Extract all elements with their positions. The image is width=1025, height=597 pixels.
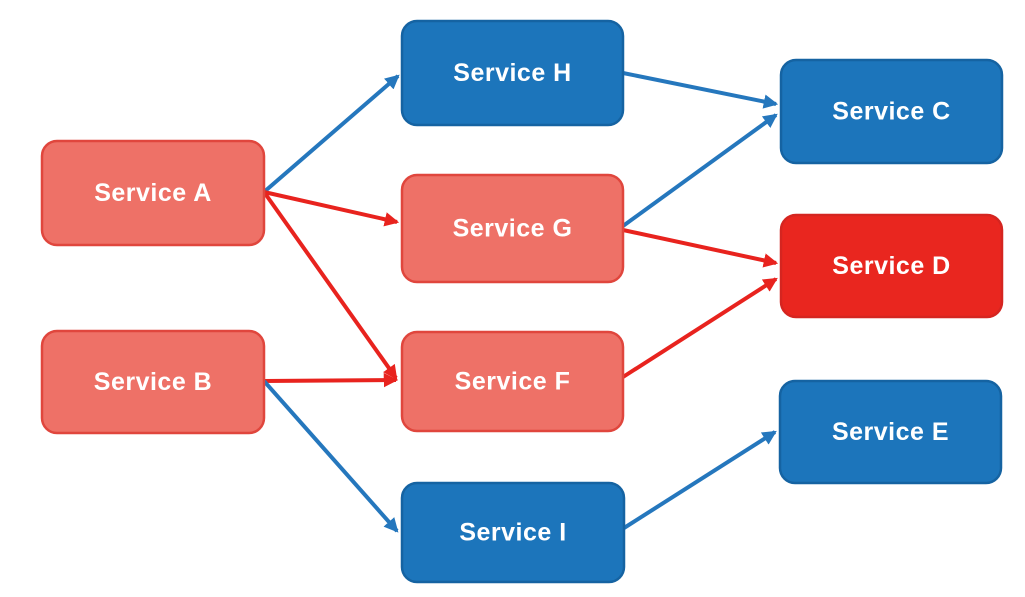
edge-i-to-e	[622, 430, 777, 530]
edge-a-to-h	[262, 74, 400, 194]
edge-g-to-c	[621, 113, 778, 228]
node-box	[779, 213, 1004, 319]
edge-a-to-f	[262, 190, 398, 380]
node-box	[400, 19, 625, 127]
node-box	[779, 58, 1004, 165]
edge-f-to-d	[621, 277, 778, 379]
node-box	[40, 329, 266, 435]
edge-g-to-d	[622, 228, 779, 268]
edge-a-to-g	[263, 190, 400, 227]
node-service-c: Service C	[779, 58, 1004, 165]
edge-b-to-i	[262, 379, 399, 533]
node-label: Service E	[832, 418, 949, 446]
node-label: Service F	[455, 368, 571, 396]
node-box	[778, 379, 1003, 485]
node-box	[400, 481, 626, 584]
node-label: Service D	[832, 252, 950, 280]
edge-h-to-c	[622, 71, 779, 109]
edge-b-to-f	[263, 372, 399, 388]
node-label: Service G	[453, 215, 573, 243]
node-label: Service A	[94, 179, 212, 207]
node-service-a: Service A	[40, 139, 266, 247]
node-label: Service I	[459, 519, 566, 547]
node-service-d: Service D	[779, 213, 1004, 319]
node-service-i: Service I	[400, 481, 626, 584]
node-label: Service C	[832, 98, 950, 126]
node-label: Service H	[453, 59, 571, 87]
node-service-b: Service B	[40, 329, 266, 435]
node-service-e: Service E	[778, 379, 1003, 485]
node-box	[40, 139, 266, 247]
node-service-f: Service F	[400, 330, 625, 433]
node-box	[400, 173, 625, 284]
node-box	[400, 330, 625, 433]
node-service-g: Service G	[400, 173, 625, 284]
node-label: Service B	[94, 368, 212, 396]
node-service-h: Service H	[400, 19, 625, 127]
